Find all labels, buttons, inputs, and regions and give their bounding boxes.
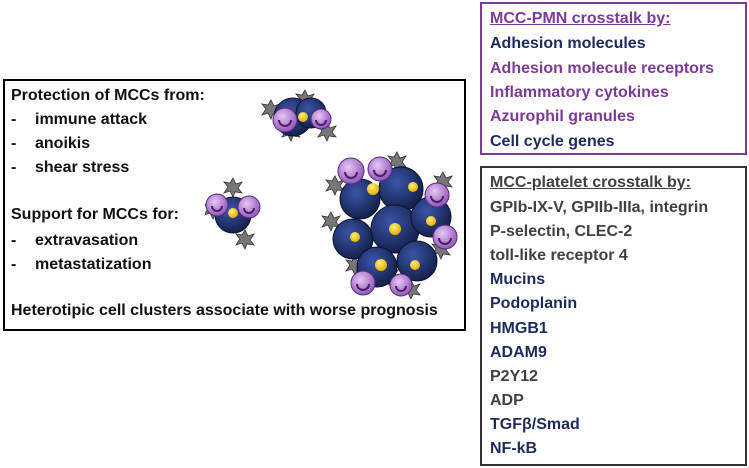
- bullet: -: [11, 135, 17, 152]
- protection-item: anoikis: [35, 135, 91, 152]
- platelet-item: HMGB1: [490, 320, 548, 337]
- pmn-heading: MCC-PMN crosstalk by:: [490, 10, 671, 27]
- bullet: -: [11, 232, 17, 249]
- bullet: -: [11, 256, 17, 273]
- protection-item: shear stress: [35, 159, 130, 176]
- pmn-item: Inflammatory cytokines: [490, 84, 669, 101]
- bullet: -: [11, 159, 17, 176]
- pmn-item: Adhesion molecules: [490, 35, 646, 52]
- platelet-item: ADAM9: [490, 344, 547, 361]
- platelet-item: P2Y12: [490, 368, 539, 385]
- support-item: extravasation: [35, 232, 139, 249]
- heterotypic-cell-cluster-illustration: [205, 89, 458, 299]
- support-item: metastatization: [35, 256, 152, 273]
- pmn-item: Cell cycle genes: [490, 133, 615, 150]
- platelet-item: toll-like receptor 4: [490, 247, 628, 264]
- mcc-pmn-crosstalk-box: MCC-PMN crosstalk by: Adhesion molecules…: [480, 2, 747, 155]
- pmn-item: Azurophil granules: [490, 108, 635, 125]
- support-heading: Support for MCCs for:: [11, 206, 179, 223]
- platelet-item: Podoplanin: [490, 295, 578, 312]
- platelet-item: P-selectin, CLEC-2: [490, 223, 633, 240]
- small-cluster-top: [261, 89, 337, 142]
- platelet-item: Mucins: [490, 271, 546, 288]
- large-cluster: [321, 151, 458, 299]
- platelet-item: GPIb-IX-V, GPIIb-IIIa, integrin: [490, 199, 709, 216]
- platelet-heading: MCC-platelet crosstalk by:: [490, 174, 691, 191]
- platelet-item: ADP: [490, 392, 524, 409]
- platelet-item: NF-kB: [490, 440, 538, 457]
- mcc-cluster-summary-box: Protection of MCCs from: - immune attack…: [3, 79, 466, 331]
- mcc-platelet-crosstalk-box: MCC-platelet crosstalk by: GPIb-IX-V, GP…: [480, 166, 747, 466]
- protection-heading: Protection of MCCs from:: [11, 87, 205, 104]
- protection-item: immune attack: [35, 111, 148, 128]
- platelet-item: TGFβ/Smad: [490, 416, 580, 433]
- pmn-item: Adhesion molecule receptors: [490, 60, 715, 77]
- conclusion-text: Heterotipic cell clusters associate with…: [11, 302, 438, 319]
- bullet: -: [11, 111, 17, 128]
- small-cluster-left: [205, 177, 261, 250]
